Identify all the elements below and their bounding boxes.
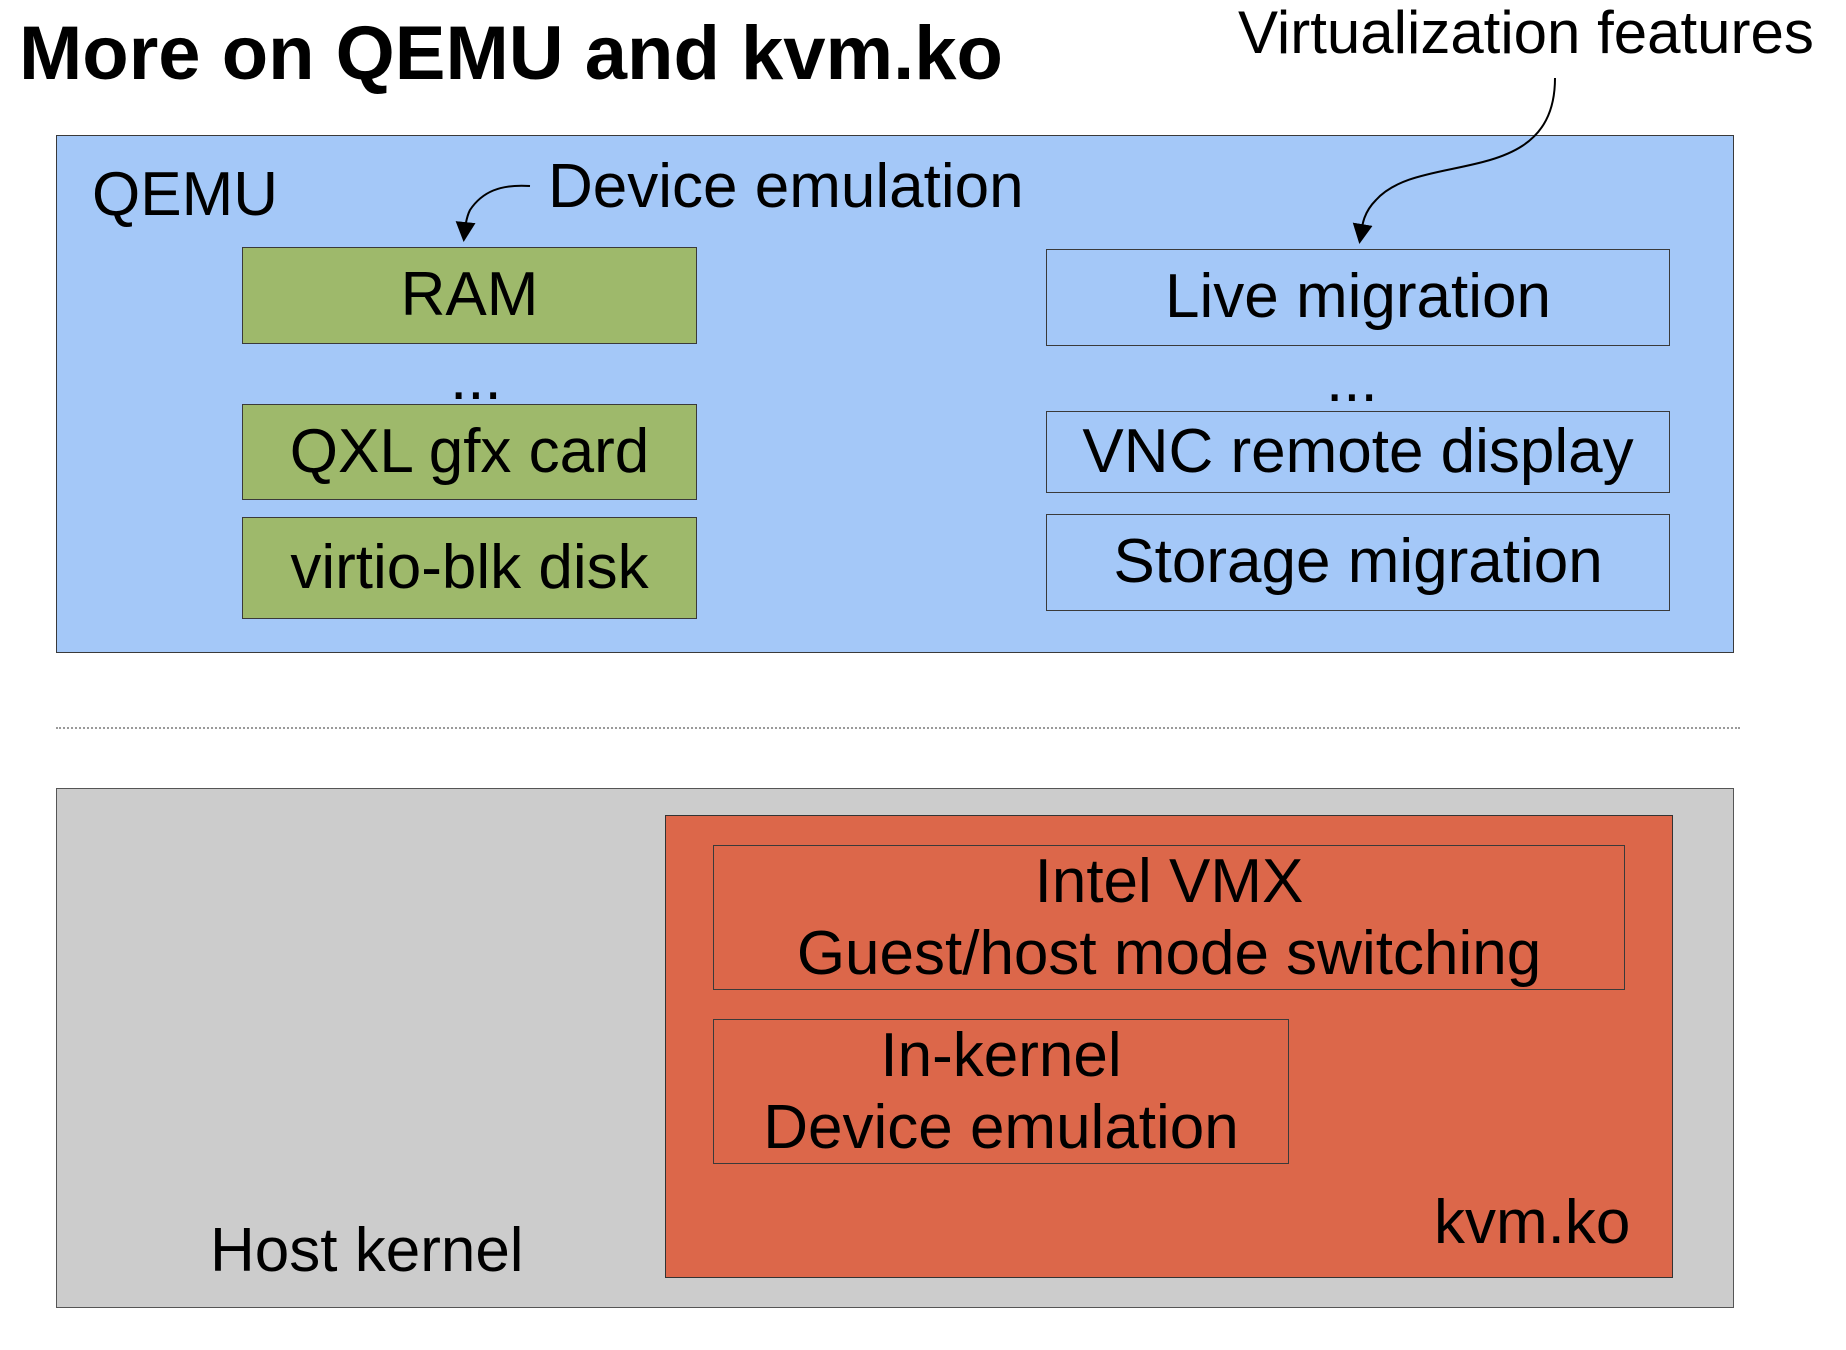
intel-vmx-title: Intel VMX	[1034, 847, 1304, 917]
page-title: More on QEMU and kvm.ko	[19, 11, 1003, 96]
intel-vmx-box: Intel VMX Guest/host mode switching	[713, 845, 1625, 990]
virtualization-features-label: Virtualization features	[1238, 0, 1814, 66]
feature-ellipsis: ...	[1326, 346, 1378, 415]
qemu-label: QEMU	[92, 160, 278, 229]
kvm-module-box	[665, 815, 1673, 1278]
feature-vnc-remote-display: VNC remote display	[1046, 411, 1670, 493]
device-ram: RAM	[242, 247, 697, 344]
device-qxl-gfx-card: QXL gfx card	[242, 404, 697, 500]
in-kernel-emulation-box: In-kernel Device emulation	[713, 1019, 1289, 1164]
feature-live-migration: Live migration	[1046, 249, 1670, 346]
feature-storage-migration: Storage migration	[1046, 514, 1670, 611]
in-kernel-description: Device emulation	[763, 1092, 1239, 1162]
intel-vmx-description: Guest/host mode switching	[796, 918, 1542, 988]
device-emulation-label: Device emulation	[548, 152, 1024, 221]
device-virtio-blk-disk: virtio-blk disk	[242, 517, 697, 619]
device-ellipsis: ...	[450, 344, 502, 413]
user-kernel-divider	[56, 727, 1740, 729]
in-kernel-title: In-kernel	[880, 1021, 1122, 1091]
kvm-module-label: kvm.ko	[1434, 1188, 1631, 1257]
host-kernel-label: Host kernel	[210, 1216, 524, 1285]
